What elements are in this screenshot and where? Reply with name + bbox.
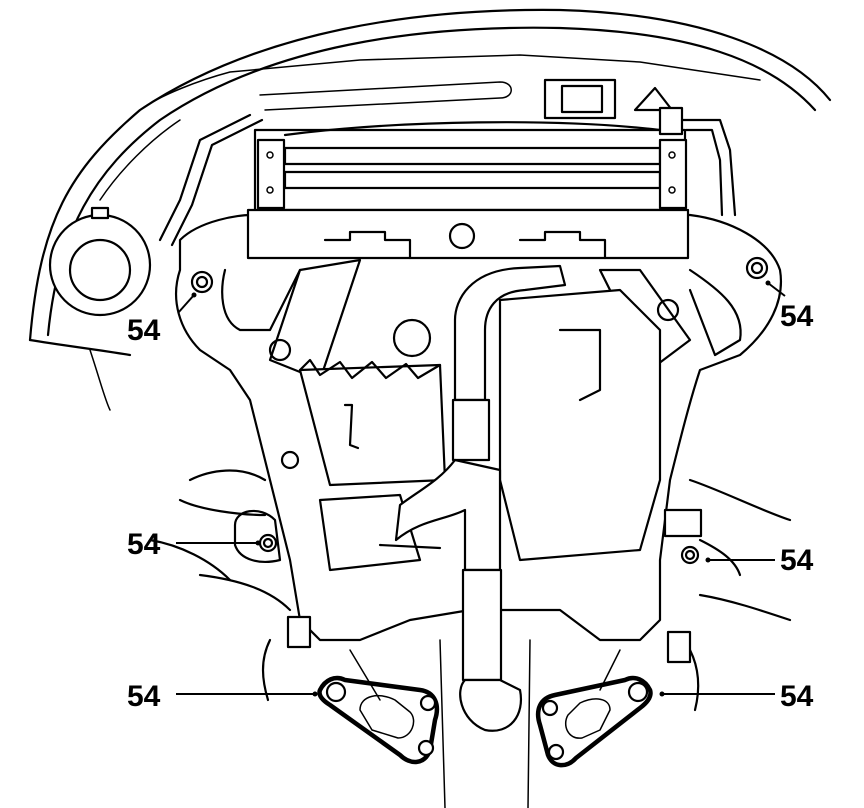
- callout-bottom-right: 54: [780, 680, 814, 713]
- radiator: [253, 78, 688, 212]
- engine-block: [298, 288, 662, 572]
- bolt-top-left: [190, 270, 214, 294]
- callout-mid-right: 54: [780, 544, 814, 577]
- callout-leaders: [176, 280, 786, 697]
- bolts: [190, 256, 769, 565]
- callout-mid-left: 54: [127, 528, 161, 561]
- callout-top-right: 54: [780, 300, 814, 333]
- lower-arms: [148, 469, 792, 712]
- bolt-top-right: [745, 256, 769, 280]
- callout-labels: 54 54 54 54 54 54: [127, 300, 814, 713]
- floor-lines: [349, 639, 621, 808]
- bracket-left: [317, 675, 440, 765]
- exhaust-pipe: [394, 264, 567, 732]
- callout-bottom-left: 54: [127, 680, 161, 713]
- bracket-right: [535, 675, 653, 768]
- bolt-mid-left: [258, 533, 278, 553]
- bolt-mid-right: [680, 545, 700, 565]
- callout-top-left: 54: [127, 314, 161, 347]
- pipes: [158, 113, 737, 247]
- left-hub: [48, 206, 152, 317]
- body-outline: [28, 8, 832, 411]
